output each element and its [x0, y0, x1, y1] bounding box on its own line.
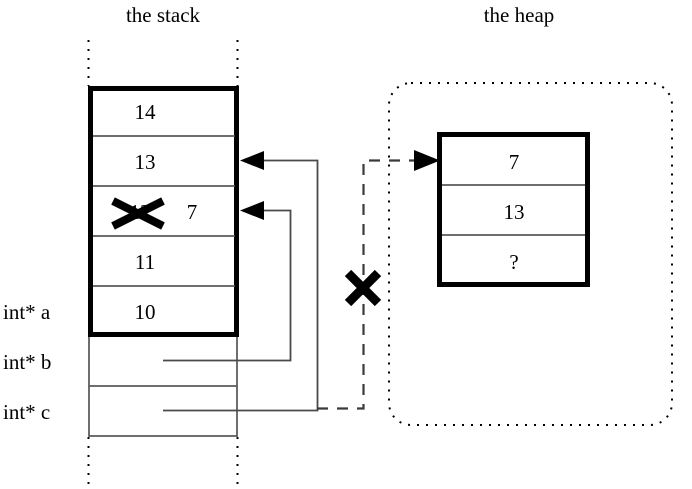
- heap-cell-value-1: 13: [504, 200, 525, 224]
- stack-cell-value-4: 10: [135, 300, 156, 324]
- invalid-pointer-cross-line-b: [344, 269, 382, 307]
- pointer-arrowhead-b: [240, 201, 264, 220]
- var-label-b: int* b: [3, 350, 51, 374]
- stack-cell-value-3: 11: [135, 250, 155, 274]
- stack-frame-box: [88, 86, 239, 337]
- heap-cell-value-2: ?: [509, 250, 518, 274]
- heap-title: the heap: [484, 3, 555, 27]
- var-label-a: int* a: [3, 300, 51, 324]
- pointer-arrowhead-c: [240, 151, 264, 170]
- pointer-line-b: [163, 209, 292, 362]
- stack-cell-value-0: 14: [135, 100, 157, 124]
- heap-cell-value-0: 7: [509, 150, 520, 174]
- stack-title: the stack: [126, 3, 201, 27]
- pointer-line-c: [163, 159, 319, 412]
- dangling-pointer-arrowhead: [414, 150, 440, 171]
- stack-cell-value-1: 13: [135, 150, 156, 174]
- heap-block-box: [437, 132, 590, 287]
- stack-cell-strike-line-b: [111, 197, 165, 230]
- stack-cell-value-2: 7: [187, 200, 198, 224]
- var-label-c: int* c: [3, 400, 50, 424]
